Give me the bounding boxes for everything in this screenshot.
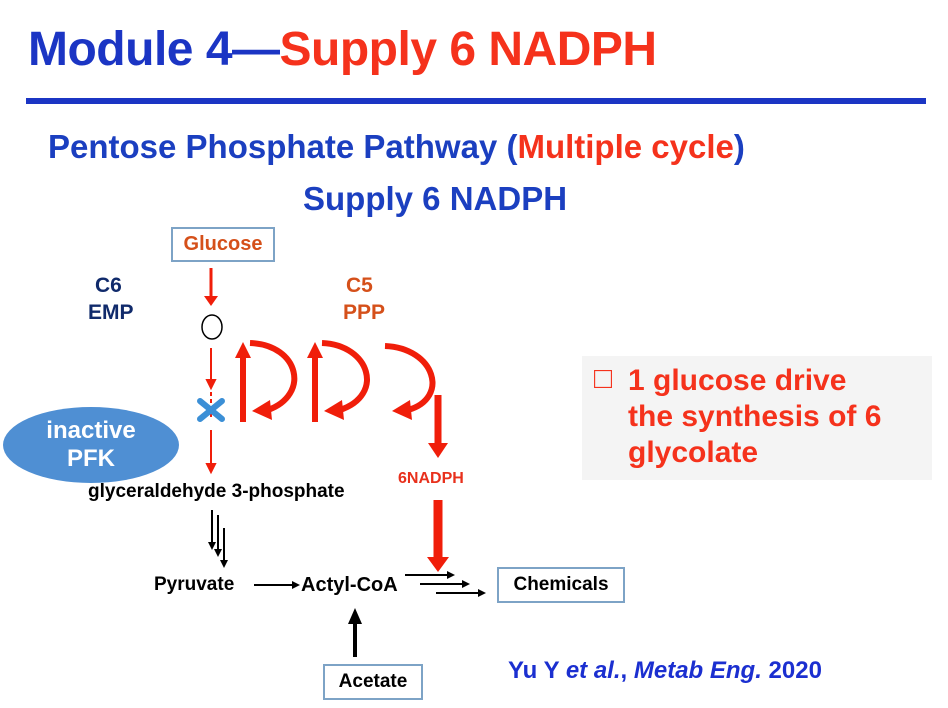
citation-authors: Yu Y: [508, 657, 566, 684]
emp-arrows: [205, 348, 217, 475]
subtitle-line1: Pentose Phosphate Pathway (Multiple cycl…: [48, 128, 745, 166]
title-prefix: Module 4—: [28, 23, 280, 76]
chemicals-box: Chemicals: [497, 567, 625, 603]
subtitle-paren: ): [733, 128, 745, 165]
nadph-label: 6NADPH: [398, 470, 464, 487]
ppp-cycle-arrows: [235, 340, 449, 572]
blocked-x-icon: [197, 398, 225, 422]
intermediate-circle: [201, 314, 223, 340]
note-line1: 1 glucose drive: [628, 364, 847, 397]
acetyl-coa-label: Actyl-CoA: [301, 574, 398, 596]
title-highlight: Supply 6 NADPH: [279, 23, 658, 76]
emp-label: EMP: [88, 301, 134, 324]
citation-comma: ,: [620, 657, 634, 684]
c6-label: C6: [95, 274, 122, 297]
acetate-box: Acetate: [323, 664, 423, 700]
ppp-label: PPP: [343, 301, 386, 324]
pfk-line1: inactive: [46, 417, 136, 444]
note-box: □ 1 glucose drive the synthesis of 6 gly…: [582, 356, 932, 480]
citation-etal: et al.: [565, 657, 621, 684]
title-divider: [26, 98, 926, 104]
c5-label: C5: [346, 274, 373, 297]
black-arrows: [208, 510, 486, 597]
pfk-line2: PFK: [67, 445, 115, 472]
subtitle-line2: Supply 6 NADPH: [303, 180, 568, 217]
g3p-label: glyceraldehyde 3-phosphate: [88, 481, 345, 502]
bullet-square-icon: □: [594, 362, 613, 395]
citation-journal: Metab Eng.: [633, 657, 762, 684]
glucose-box: Glucose: [171, 227, 275, 262]
pyruvate-label: Pyruvate: [154, 574, 235, 595]
subtitle-text: Pentose Phosphate Pathway (: [48, 128, 518, 165]
note-line2: the synthesis of 6: [628, 400, 882, 433]
citation: Yu Y et al., Metab Eng. 2020: [508, 657, 822, 685]
glucose-arrow: [204, 268, 218, 306]
slide-title: Module 4—Supply 6 NADPH: [28, 22, 657, 77]
note-line3: glycolate: [628, 436, 759, 469]
subtitle-highlight: Multiple cycle: [517, 128, 734, 165]
citation-year: 2020: [761, 657, 822, 684]
acetate-arrow: [348, 608, 362, 657]
